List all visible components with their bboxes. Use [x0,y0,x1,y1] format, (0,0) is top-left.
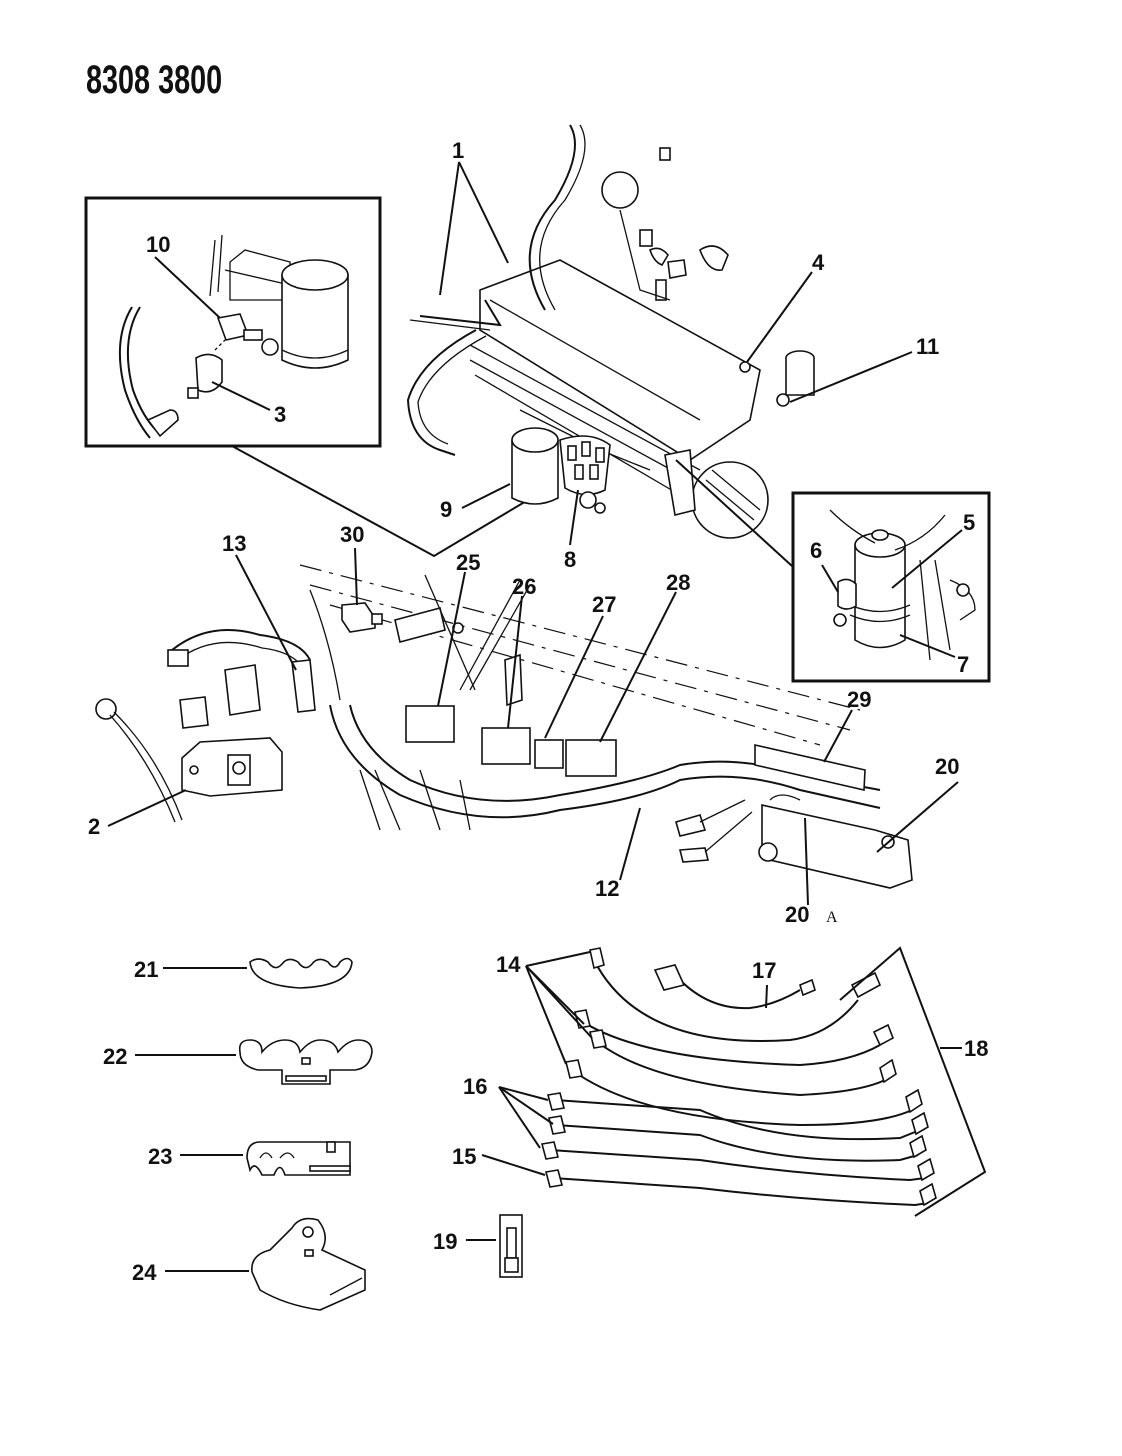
callout-8: 8 [564,547,576,572]
plug-wire [549,1149,926,1182]
callout-6: 6 [810,538,822,563]
harness-upper [528,124,576,311]
relay-30 [341,602,383,633]
loom-22: 22 [103,1039,373,1085]
callout-25: 25 [456,550,480,575]
callout-10: 10 [146,232,170,257]
inset-ignition-coil: 5 6 7 [791,491,991,683]
callout-29: 29 [847,687,871,712]
callout-14: 14 [496,952,521,977]
main-harness-section: 13 30 2 25 26 27 28 29 20 12 20 A [88,522,959,927]
loom-23: 23 [148,1141,351,1176]
callout-27: 27 [592,592,616,617]
callout-22: 22 [103,1044,127,1069]
callout-1: 1 [452,138,464,163]
callout-16: 16 [463,1074,487,1099]
callout-19: 19 [433,1229,457,1254]
engine-assembly: 1 4 11 9 8 [406,124,939,572]
callout-21: 21 [134,957,158,982]
module-20 [758,794,913,889]
callout-13: 13 [222,531,246,556]
callout-17: 17 [752,958,776,983]
wire-looms: 21 22 23 24 [103,957,373,1311]
coil-wire [679,979,801,1010]
spark-plug-wire-set: 18 14 17 16 15 19 [433,946,988,1278]
document-number: 8308 3800 [86,58,223,102]
plug-wire [579,1019,881,1067]
relay-28 [565,739,617,777]
callout-11: 11 [916,334,939,359]
plug-wire [571,1069,913,1127]
coil-inset-frame [791,491,991,683]
oil-pressure-sender [187,339,226,399]
inset-oil-filter: 10 3 [84,196,382,448]
spark-plug-19: 19 [433,1214,523,1278]
coolant-sensor [776,350,815,407]
callout-30: 30 [340,522,364,547]
relay-25 [405,705,455,743]
plug-wire [594,1039,886,1097]
callout-15: 15 [452,1144,476,1169]
valve-cover [479,259,761,461]
relay-27 [534,739,564,769]
engine-coil [664,449,696,516]
callout-20a: 20 [785,902,809,927]
callout-9: 9 [440,497,452,522]
callout-28: 28 [666,570,690,595]
callout-12: 12 [595,876,619,901]
callout-24: 24 [132,1260,157,1285]
oil-pressure-adapter [216,313,279,356]
callout-26: 26 [512,574,536,599]
callout-23: 23 [148,1144,172,1169]
inset-connector-line [231,445,539,558]
loom-24: 24 [132,1217,366,1311]
callout-7: 7 [957,652,969,677]
loom-21: 21 [134,957,353,989]
engine-oil-filter [511,427,559,505]
callout-4: 4 [812,250,825,275]
relay-26 [481,727,531,765]
plug-wire [555,1124,919,1162]
callout-5: 5 [963,510,975,535]
plug-wire [552,1177,929,1207]
callout-2: 2 [88,814,100,839]
plug-wire [554,1099,921,1141]
callout-20: 20 [935,754,959,779]
callout-18: 18 [964,1036,988,1061]
plug-wire [593,959,859,1042]
distributor [559,435,611,514]
oil-filter [281,259,349,369]
callout-3: 3 [274,402,286,427]
callout-20a-suffix: A [826,909,838,926]
control-module-2 [181,737,283,797]
plate-29 [754,743,866,791]
coil-inset-connector-line [675,459,793,567]
